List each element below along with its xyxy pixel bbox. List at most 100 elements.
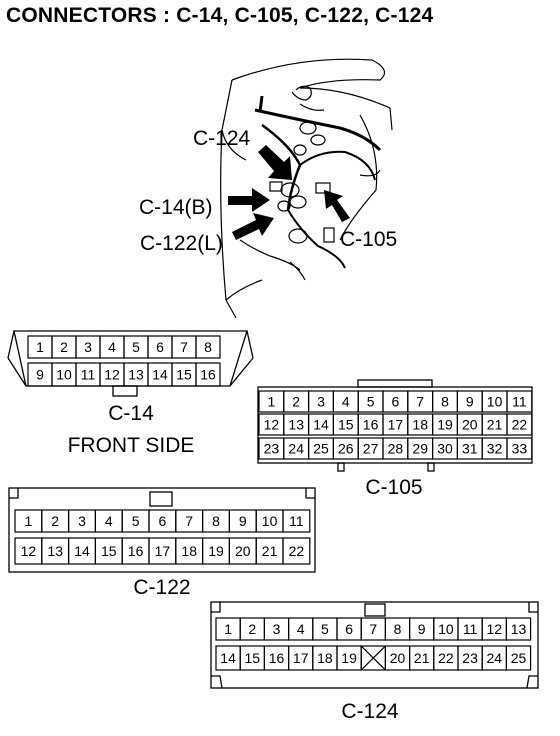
- c124-pin: 8: [394, 621, 402, 637]
- c122-cell: [282, 509, 311, 533]
- c124-pin: 24: [487, 650, 503, 666]
- c122-pin: 11: [289, 513, 304, 529]
- c105-pin: 9: [466, 394, 474, 410]
- c105-pin: 25: [313, 441, 329, 457]
- c105-pin: 29: [412, 441, 428, 457]
- c14-pin: 14: [152, 367, 168, 383]
- c124-pin: 19: [341, 650, 357, 666]
- page-title: CONNECTORS : C-14, C-105, C-122, C-124: [6, 4, 434, 27]
- c122-pin: 17: [155, 543, 171, 559]
- c105-pin: 22: [512, 417, 528, 433]
- c122-pin: 4: [105, 513, 113, 529]
- c14-pin: 7: [180, 339, 188, 355]
- c105-pin: 3: [317, 394, 325, 410]
- c124-pin: 25: [511, 650, 527, 666]
- c124-pin: 23: [462, 650, 478, 666]
- c124-pin: 10: [438, 621, 454, 637]
- c14-pin: 11: [81, 367, 96, 383]
- c14-subtitle: FRONT SIDE: [68, 434, 195, 457]
- c105-pin: 26: [338, 441, 354, 457]
- c122-pin: 3: [78, 513, 86, 529]
- c105-pin: 33: [512, 441, 528, 457]
- c105-pin: 24: [288, 441, 304, 457]
- c14-cell: [195, 335, 221, 359]
- c122-pin: 10: [262, 513, 278, 529]
- c105-pin: 6: [392, 394, 400, 410]
- c14-pin: 1: [36, 339, 44, 355]
- c124-blank-pin: [360, 645, 386, 671]
- c122-name: C-122: [133, 576, 190, 599]
- c105-pin: 13: [288, 417, 304, 433]
- c105-cell: [506, 437, 533, 460]
- c105-cell: [506, 413, 533, 436]
- c105-pin: 23: [264, 441, 280, 457]
- c122-pin: 6: [159, 513, 167, 529]
- c105-pin: 2: [292, 394, 300, 410]
- label-c14: C-14(B): [139, 196, 213, 219]
- c122-cell: [282, 537, 311, 565]
- c124-pin: 20: [390, 650, 406, 666]
- c14-pin: 4: [108, 339, 116, 355]
- c105-pin: 17: [388, 417, 404, 433]
- c14-pin: 3: [84, 339, 92, 355]
- c14-cell: [195, 362, 221, 387]
- c122-pin: 8: [212, 513, 220, 529]
- c124-pin: 6: [345, 621, 353, 637]
- c105-pin: 18: [412, 417, 428, 433]
- c124-pin: 9: [418, 621, 426, 637]
- c124-pin: 15: [245, 650, 261, 666]
- c14-pin: 12: [104, 367, 120, 383]
- arrow-c14: [228, 188, 270, 212]
- c124-pin: 5: [321, 621, 329, 637]
- c124-pin: 7: [369, 621, 377, 637]
- c14-pin: 8: [204, 339, 212, 355]
- c105-pin: 15: [338, 417, 354, 433]
- c105-pin: 28: [388, 441, 404, 457]
- c14-pin: 16: [200, 367, 216, 383]
- c124-pin: 14: [220, 650, 236, 666]
- c105-pin: 12: [264, 417, 280, 433]
- c14-pin: 9: [36, 367, 44, 383]
- arrows: [228, 145, 350, 240]
- c124-name: C-124: [341, 700, 399, 723]
- c124-pin: 12: [487, 621, 503, 637]
- c124-cell: [505, 617, 532, 641]
- c14-pin: 13: [128, 367, 144, 383]
- c14-pin: 5: [132, 339, 140, 355]
- c124-pin: 3: [273, 621, 281, 637]
- c122-pin: 12: [21, 543, 37, 559]
- c124-pin: 17: [293, 650, 309, 666]
- c14-name: C-14: [108, 402, 154, 425]
- c105-pin: 19: [437, 417, 453, 433]
- harness-illustration: [220, 58, 393, 319]
- c124-pin: 21: [414, 650, 430, 666]
- c124-pin: 1: [224, 621, 232, 637]
- c14-pin: 15: [176, 367, 192, 383]
- c124-pin: 18: [317, 650, 333, 666]
- c105-pin: 21: [487, 417, 503, 433]
- c124-pin: 2: [248, 621, 256, 637]
- c122-pin: 2: [51, 513, 59, 529]
- c105-pin: 31: [462, 441, 478, 457]
- c105-pin: 7: [416, 394, 424, 410]
- c124-pin: 13: [511, 621, 527, 637]
- c14-pin: 2: [60, 339, 68, 355]
- c122-pin: 13: [47, 543, 63, 559]
- c122-pin: 22: [289, 543, 305, 559]
- c105-pin: 1: [268, 394, 276, 410]
- c122-pin: 16: [128, 543, 144, 559]
- c122-pin: 5: [132, 513, 140, 529]
- c105-pin: 20: [462, 417, 478, 433]
- label-c124: C-124: [193, 127, 251, 150]
- c105-cell: [506, 390, 533, 413]
- c105-pin: 5: [367, 394, 375, 410]
- c122-pin: 15: [101, 543, 117, 559]
- c124-pin: 11: [463, 621, 478, 637]
- c122-pin: 20: [235, 543, 251, 559]
- c122-pin: 14: [74, 543, 90, 559]
- label-c105: C-105: [340, 228, 397, 251]
- c105-pin: 11: [512, 394, 527, 410]
